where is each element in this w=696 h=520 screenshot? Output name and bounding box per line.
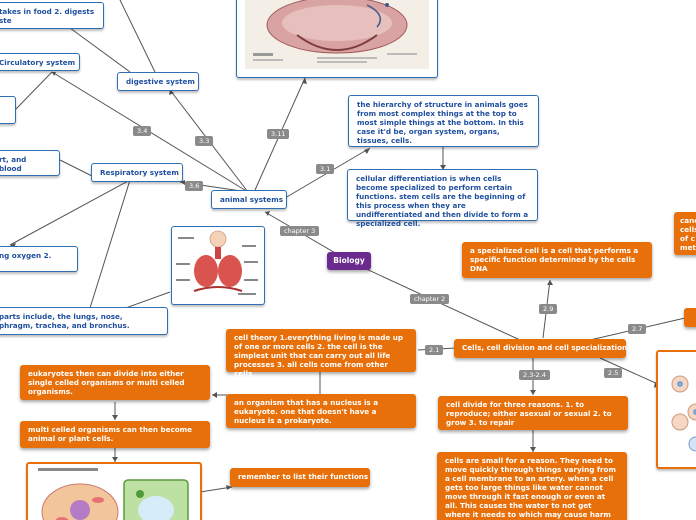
link-resp-oxygen [9, 179, 131, 246]
food-node[interactable]: takes in food 2. digests ste [0, 2, 104, 29]
hierarchy-node[interactable]: the hierarchy of structure in animals go… [348, 95, 539, 147]
digestive-system-node[interactable]: digestive system [117, 72, 199, 91]
cell-theory-node[interactable]: cell theory 1.everything living is made … [226, 329, 416, 378]
tag-3-1: 3.1 [316, 164, 335, 174]
link-digestive-top [119, 0, 156, 73]
tag-3-11: 3.11 [267, 129, 290, 139]
cells-small-node[interactable]: cells are small for a reason. They need … [437, 452, 627, 520]
link-circ-left [14, 71, 53, 111]
respiratory-system-node[interactable]: Respiratory system [91, 163, 183, 182]
remember-node[interactable]: remember to list their functions [230, 468, 370, 487]
link-resp-parts [89, 179, 131, 309]
tag-3-4: 3.4 [133, 126, 152, 136]
mitosis-diagram-icon [671, 375, 696, 452]
differentiation-node[interactable]: cellular differentiation is when cells b… [347, 169, 538, 228]
respiratory-image [171, 226, 265, 305]
specialized-cell-node[interactable]: a specialized cell is a cell that perfor… [462, 242, 652, 278]
cell-division-image [656, 350, 696, 469]
cell-divide-node[interactable]: cell divide for three reasons. 1. to rep… [438, 396, 628, 430]
multicell-node[interactable]: multi celled organisms can then become a… [20, 421, 210, 448]
cells-division-node[interactable]: Cells, cell division and cell specializa… [454, 339, 627, 358]
tag-2-5: 2.5 [604, 368, 623, 378]
oxygen-node[interactable]: ng oxygen 2. [0, 246, 78, 272]
biology-root-node[interactable]: Biology [327, 252, 371, 270]
heart-blood-node[interactable]: rt, and blood [0, 150, 60, 176]
lungs-anatomy-icon [176, 230, 258, 295]
tag-2-1: 2.1 [425, 345, 444, 355]
tag-2-7: 2.7 [628, 324, 647, 334]
cell-structure-image [26, 462, 202, 520]
animal-systems-node[interactable]: animal systems [211, 190, 287, 209]
link-digestive-food [69, 27, 131, 73]
animal-plant-cell-icon [38, 468, 189, 520]
chapter-2-tag: chapter 2 [410, 294, 450, 304]
tag-2-9: 2.9 [539, 304, 558, 314]
tag-2-3-2-4: 2.3-2.4 [519, 370, 551, 380]
link-cells-25 [599, 357, 661, 386]
anatomy-image-top [236, 0, 438, 78]
respiratory-parts-node[interactable]: parts include, the lungs, nose, phragm, … [0, 307, 168, 335]
edge-node-2-7[interactable] [684, 308, 696, 327]
circulatory-node[interactable]: Circulatory system [0, 53, 80, 71]
tag-3-3: 3.3 [195, 136, 214, 146]
tag-3-6: 3.6 [185, 181, 204, 191]
chapter-3-tag: chapter 3 [280, 226, 320, 236]
eukaryote-node[interactable]: an organism that has a nucleus is a euka… [226, 394, 416, 428]
eukaryote-divide-node[interactable]: eukaryotes then can divide into either s… [20, 365, 210, 400]
digestive-anatomy-icon [245, 0, 429, 69]
circulatory-child-node[interactable] [0, 96, 16, 124]
